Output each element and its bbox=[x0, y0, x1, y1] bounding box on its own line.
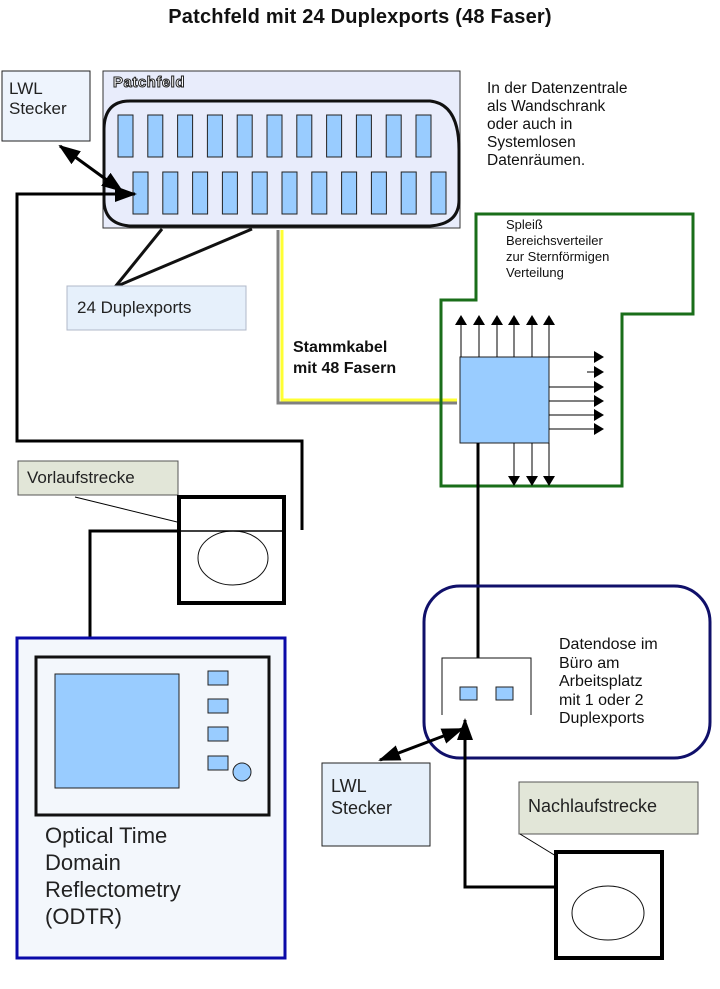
patch-port bbox=[221, 171, 238, 215]
nachlauf-fiber-coil bbox=[571, 885, 645, 941]
patch-port bbox=[430, 171, 447, 215]
patch-port bbox=[266, 114, 283, 158]
patch-port bbox=[281, 171, 298, 215]
patch-port bbox=[385, 114, 402, 158]
patchfeld-bottom-ports bbox=[132, 171, 447, 215]
patch-port bbox=[206, 114, 223, 158]
datendose-label: Datendose im Büro am Arbeitsplatz mit 1 … bbox=[559, 636, 658, 727]
lwl-stecker-top-arrow bbox=[58, 144, 124, 193]
otdr-knob bbox=[232, 762, 252, 782]
vorlaufstrecke-label: Vorlaufstrecke bbox=[27, 468, 135, 487]
stammkabel-cable bbox=[280, 230, 457, 402]
patchfeld-label: Patchfeld bbox=[112, 74, 186, 92]
patch-port bbox=[192, 171, 209, 215]
otdr-label: Optical Time Domain Reflectometry (ODTR) bbox=[45, 823, 181, 929]
nachlaufstrecke-label: Nachlaufstrecke bbox=[528, 796, 658, 816]
patch-port bbox=[355, 114, 372, 158]
spleiss-distributor-block bbox=[459, 356, 550, 444]
otdr-button bbox=[207, 670, 229, 686]
otdr-button bbox=[207, 726, 229, 742]
patch-port bbox=[415, 114, 432, 158]
lwl-stecker-bottom-label: LWL Stecker bbox=[331, 776, 393, 818]
vorlauf-loop-box bbox=[177, 495, 286, 605]
nachlauf-loop-box bbox=[554, 850, 664, 960]
otdr-screen bbox=[54, 673, 180, 789]
patch-port bbox=[296, 114, 313, 158]
diagram-title: Patchfeld mit 24 Duplexports (48 Faser) bbox=[168, 6, 552, 28]
datendose-port bbox=[495, 686, 514, 701]
measurement-cable-lower bbox=[84, 529, 179, 653]
datendose-port bbox=[459, 686, 478, 701]
lwl-stecker-top-label: LWL Stecker bbox=[9, 79, 67, 118]
callout-line bbox=[114, 227, 253, 289]
duplexports-24-label: 24 Duplexports bbox=[77, 298, 192, 317]
stammkabel-cable-shadow bbox=[276, 230, 457, 405]
patch-port bbox=[370, 171, 387, 215]
patch-port bbox=[162, 171, 179, 215]
patch-port bbox=[117, 114, 134, 158]
datendose-frame bbox=[422, 584, 712, 760]
lwl-stecker-bottom-arrow bbox=[378, 727, 464, 762]
vorlaufstrecke-note-box bbox=[17, 460, 179, 496]
otdr-button bbox=[207, 698, 229, 714]
datenzentrale-note: In der Datenzentrale als Wandschrank ode… bbox=[487, 80, 628, 169]
measurement-cable-upper bbox=[15, 186, 304, 530]
patchfeld-port-enclosure bbox=[102, 99, 461, 228]
lwl-stecker-bottom-box bbox=[321, 762, 431, 847]
nachlauf-cable bbox=[457, 718, 556, 889]
patch-port bbox=[132, 171, 149, 215]
spleiss-label: Spleiß Bereichsverteiler zur Sternförmig… bbox=[506, 217, 610, 280]
patch-port bbox=[251, 171, 268, 215]
patchfeld-top-ports bbox=[117, 114, 432, 158]
patch-port bbox=[326, 114, 343, 158]
otdr-button bbox=[207, 755, 229, 771]
patch-port bbox=[177, 114, 194, 158]
patch-port bbox=[236, 114, 253, 158]
patch-port bbox=[311, 171, 328, 215]
lwl-stecker-top-box bbox=[1, 70, 91, 142]
spleiss-enclosure bbox=[439, 212, 695, 488]
spleiss-distribution-arrows bbox=[455, 315, 604, 486]
patch-port bbox=[400, 171, 417, 215]
stammkabel-label: Stammkabel mit 48 Fasern bbox=[293, 339, 397, 377]
callout-line bbox=[113, 228, 164, 288]
nachlaufstrecke-note-box bbox=[518, 781, 699, 835]
patch-port bbox=[341, 171, 358, 215]
datendose-outlet bbox=[441, 657, 532, 715]
patch-port bbox=[147, 114, 164, 158]
duplexports-24-box bbox=[66, 285, 247, 331]
